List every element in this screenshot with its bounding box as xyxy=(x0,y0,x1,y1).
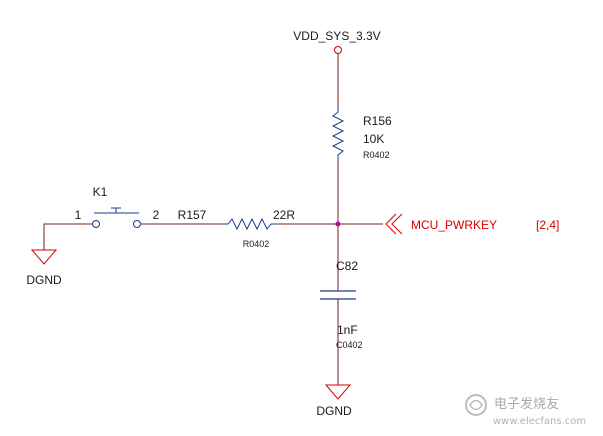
r156-value: 10K xyxy=(363,132,384,146)
dgnd-bottom-label: DGND xyxy=(316,404,352,418)
k1-ref: K1 xyxy=(93,185,108,199)
vdd-supply: VDD_SYS_3.3V xyxy=(293,29,381,54)
r156-footprint: R0402 xyxy=(363,150,390,160)
ground-symbol-bottom xyxy=(324,384,352,400)
k1-pin2-contact xyxy=(133,220,141,228)
port-label: MCU_PWRKEY xyxy=(411,218,497,232)
c82-ref: C82 xyxy=(336,259,358,273)
r156-ref: R156 xyxy=(363,114,392,128)
dgnd-bottom: DGND xyxy=(316,384,352,418)
c82-value: 1nF xyxy=(337,323,358,337)
port-chevron-inner xyxy=(391,213,403,235)
k1-pin1-contact xyxy=(92,220,100,228)
k1-pin1-number: 1 xyxy=(75,208,82,222)
port-page-refs: [2,4] xyxy=(536,218,559,232)
r157-resistor: R157 22R R0402 xyxy=(178,208,296,249)
supply-label: VDD_SYS_3.3V xyxy=(293,29,380,43)
ground-symbol-left xyxy=(30,249,58,265)
r157-footprint: R0402 xyxy=(243,239,270,249)
c82-footprint: C0402 xyxy=(336,340,363,350)
dgnd-left-label: DGND xyxy=(26,273,62,287)
r156-resistor: R156 10K R0402 xyxy=(331,106,392,162)
mcu-pwrkey-port: MCU_PWRKEY [2,4] xyxy=(385,213,559,235)
r157-value: 22R xyxy=(273,208,295,222)
watermark-title: 电子发烧友 xyxy=(494,396,559,412)
port-chevron-outer xyxy=(385,213,397,235)
supply-terminal xyxy=(334,46,342,54)
dgnd-left: DGND xyxy=(26,249,62,287)
watermark-url: www.elecfans.com xyxy=(493,416,586,427)
k1-pin2-number: 2 xyxy=(153,208,160,222)
r157-body xyxy=(222,217,278,231)
k1-switch: K1 1 2 xyxy=(75,185,160,228)
elecfans-watermark: 电子发烧友 www.elecfans.com xyxy=(465,394,586,427)
r157-ref: R157 xyxy=(178,208,207,222)
r156-body xyxy=(331,106,345,162)
wire-gnd-k1 xyxy=(43,223,92,250)
watermark-logo-icon xyxy=(465,394,487,416)
c82-capacitor: C82 1nF C0402 xyxy=(320,259,363,350)
